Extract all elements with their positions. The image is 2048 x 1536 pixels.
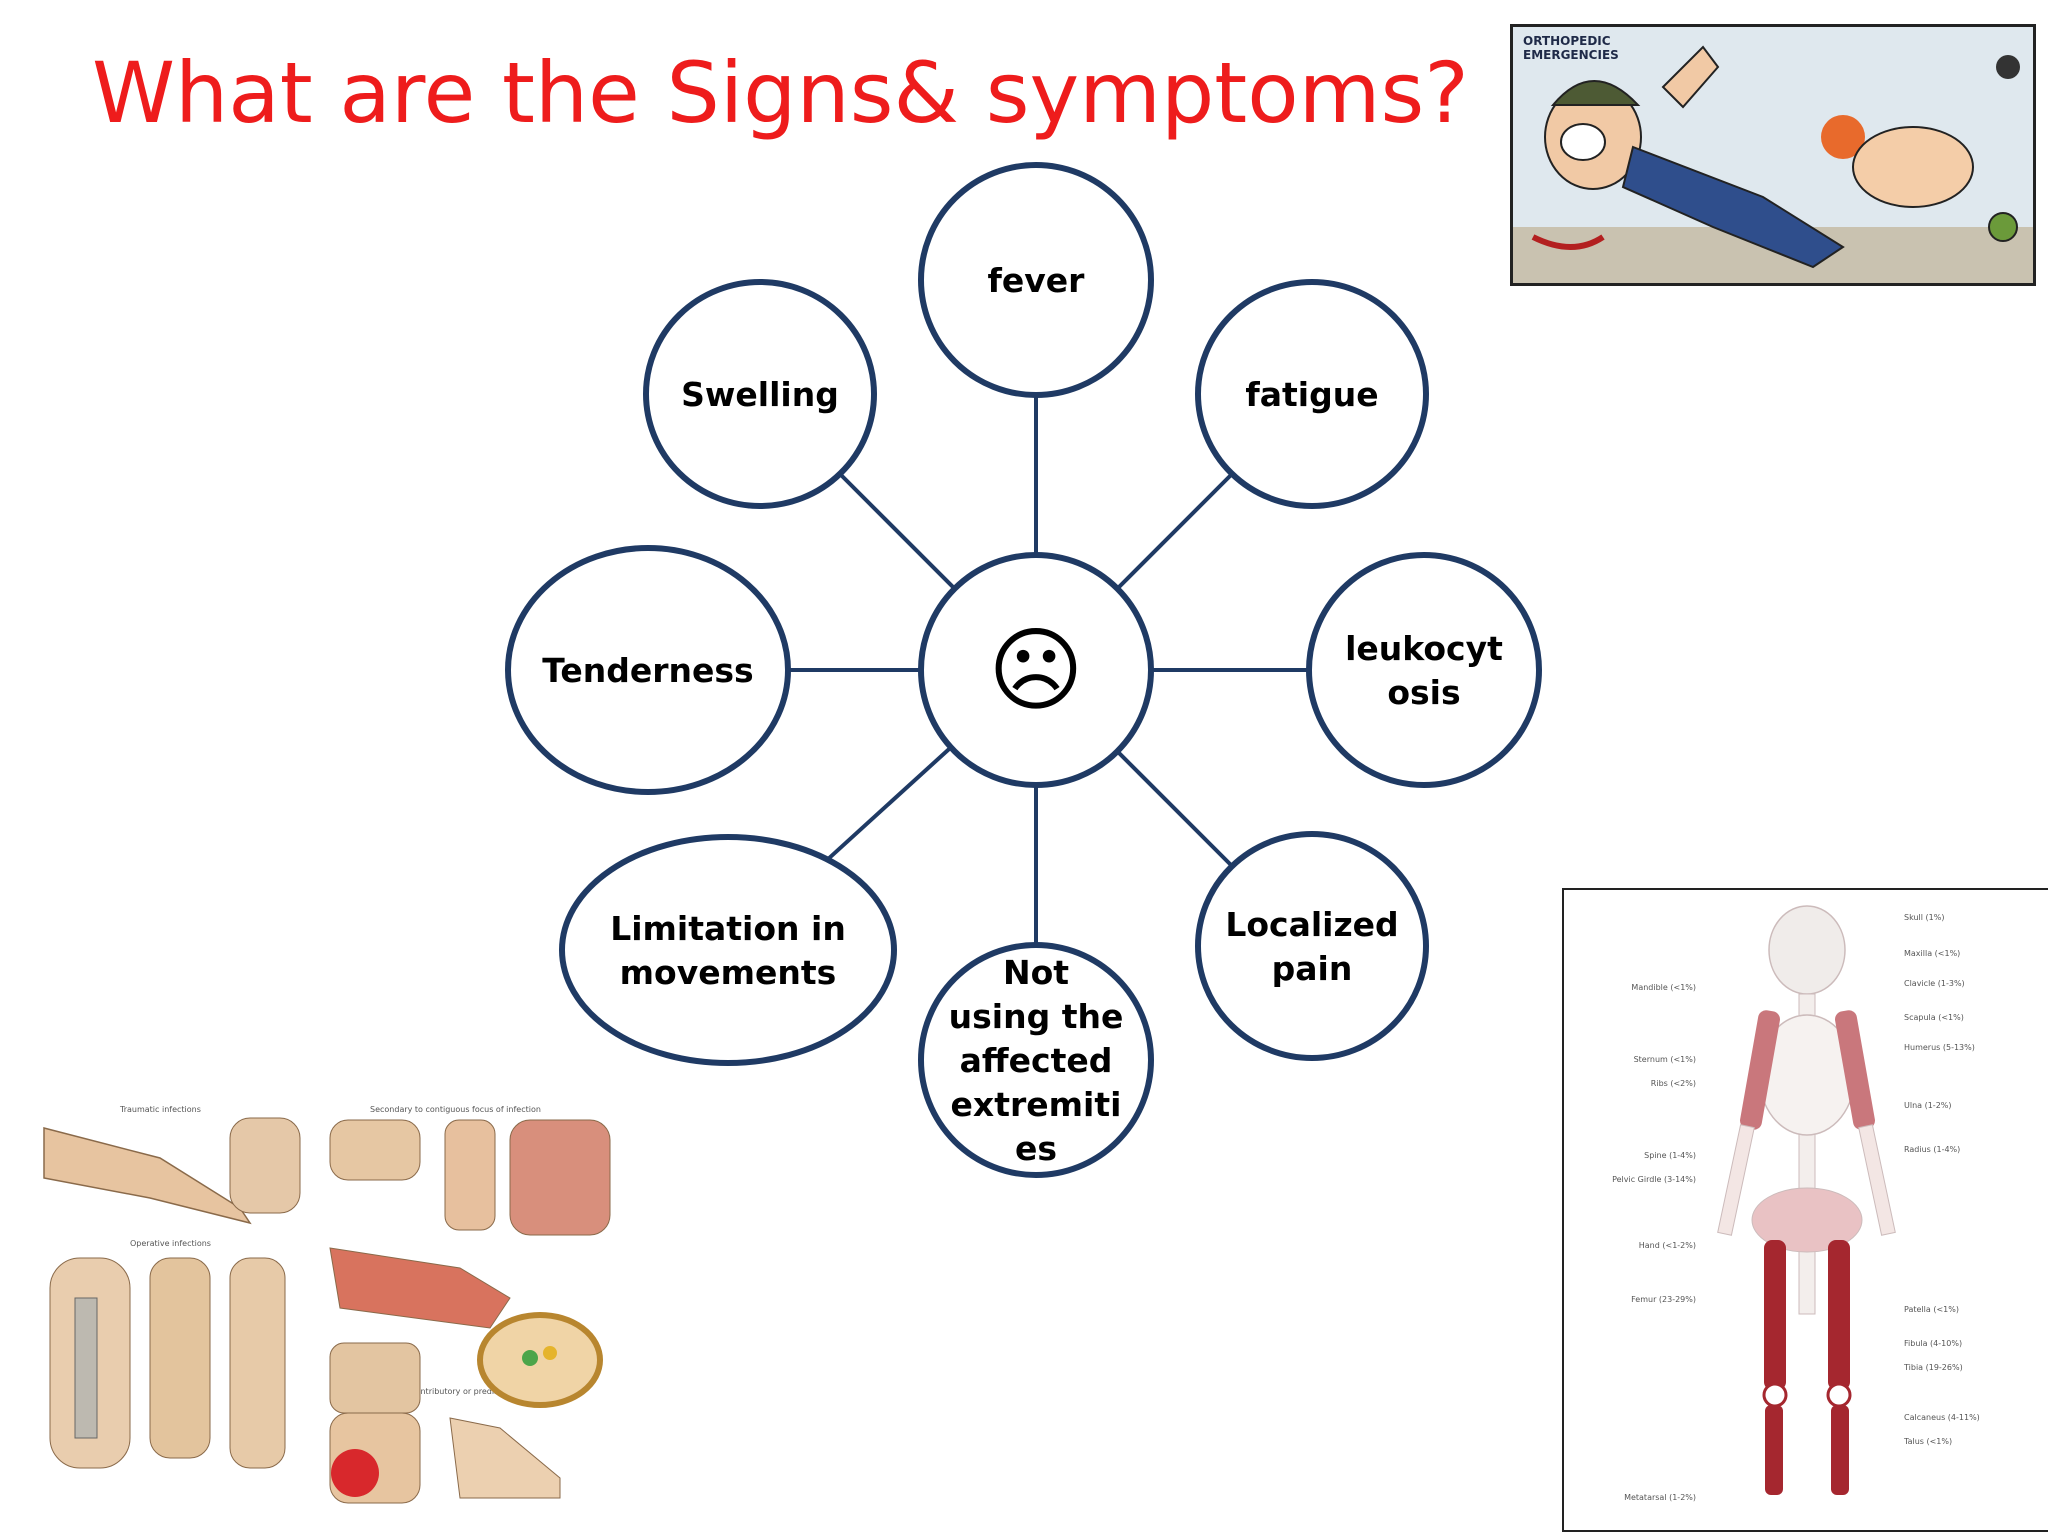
node-label-localized-pain: Localized bbox=[1225, 905, 1398, 944]
connector-localized-pain bbox=[1115, 749, 1234, 868]
node-circle-leukocytosis bbox=[1306, 552, 1542, 788]
node-label-not-using: extremiti bbox=[951, 1085, 1122, 1124]
infection-heading-2: Secondary to contiguous focus of infecti… bbox=[370, 1105, 541, 1114]
node-fatigue: fatigue bbox=[1195, 279, 1429, 509]
node-localized-pain: Localized pain bbox=[1195, 831, 1429, 1061]
node-label-not-using: es bbox=[1015, 1129, 1057, 1168]
node-label-leukocytosis: leukocyt bbox=[1345, 629, 1503, 668]
node-label-fatigue: fatigue bbox=[1245, 375, 1378, 414]
connector-swelling bbox=[838, 472, 957, 591]
sad-face-icon: ☹ bbox=[988, 617, 1084, 724]
skeleton-label-right: Fibula (4-10%) bbox=[1904, 1339, 1962, 1348]
node-label-swelling: Swelling bbox=[681, 375, 839, 414]
node-leukocytosis: leukocyt osis bbox=[1306, 552, 1542, 788]
orthopedic-emergencies-cartoon: ORTHOPEDIC EMERGENCIES bbox=[1510, 24, 2036, 286]
node-label-limitation: movements bbox=[620, 953, 837, 992]
node-label-limitation: Limitation in bbox=[610, 909, 846, 948]
skeleton-label-left: Femur (23-29%) bbox=[1631, 1295, 1696, 1304]
skeleton-label-left: Spine (1-4%) bbox=[1644, 1151, 1696, 1160]
skeleton-label-right: Calcaneus (4-11%) bbox=[1904, 1413, 1980, 1422]
infection-heading-1: Traumatic infections bbox=[119, 1105, 201, 1114]
skeleton-label-right: Skull (1%) bbox=[1904, 913, 1944, 922]
node-label-localized-pain: pain bbox=[1272, 949, 1353, 988]
skeleton-label-right: Maxilla (<1%) bbox=[1904, 949, 1960, 958]
connector-limitation bbox=[826, 745, 953, 862]
skeleton-label-right: Radius (1-4%) bbox=[1904, 1145, 1960, 1154]
skeleton-label-left: Ribs (<2%) bbox=[1651, 1079, 1696, 1088]
node-label-not-using: using the bbox=[949, 997, 1124, 1036]
cartoon-title-line-2: EMERGENCIES bbox=[1523, 48, 1619, 62]
skeleton-label-left: Pelvic Girdle (3-14%) bbox=[1612, 1175, 1696, 1184]
node-circle-limitation bbox=[559, 834, 897, 1066]
infection-heading-4: Contributory or predisposing factors bbox=[410, 1387, 555, 1396]
node-circle-not-using bbox=[918, 942, 1154, 1178]
skeleton-label-right: Ulna (1-2%) bbox=[1904, 1101, 1952, 1110]
skeleton-right-labels: Skull (1%) Maxilla (<1%) Clavicle (1-3%) Sc… bbox=[1903, 913, 1980, 1446]
diagram-connectors bbox=[788, 395, 1309, 945]
skeleton-label-right: Patella (<1%) bbox=[1904, 1305, 1959, 1314]
skeleton-label-left: Metatarsal (1-2%) bbox=[1624, 1493, 1696, 1502]
skeleton-left-labels: Mandible (<1%) Sternum (<1%) Ribs (<2%) Spi… bbox=[1612, 983, 1696, 1502]
osteomyelitis-infection-illustration: Traumatic infections Secondary to contig… bbox=[40, 1098, 620, 1508]
skeleton-label-right: Humerus (5-13%) bbox=[1904, 1043, 1975, 1052]
node-limitation: Limitation in movements bbox=[559, 834, 897, 1066]
node-circle-tenderness bbox=[505, 545, 791, 795]
node-not-using: Not using the affected extremiti es bbox=[918, 942, 1154, 1178]
skeleton-label-right: Clavicle (1-3%) bbox=[1904, 979, 1965, 988]
skeleton-label-left: Hand (<1-2%) bbox=[1639, 1241, 1696, 1250]
node-label-leukocytosis: osis bbox=[1387, 673, 1460, 712]
node-swelling: Swelling bbox=[643, 279, 877, 509]
skeleton-label-left: Sternum (<1%) bbox=[1634, 1055, 1696, 1064]
center-node: ☹ bbox=[918, 552, 1154, 788]
node-fever: fever bbox=[918, 162, 1154, 398]
skeleton-label-right: Scapula (<1%) bbox=[1904, 1013, 1964, 1022]
node-label-fever: fever bbox=[988, 261, 1086, 300]
node-circle-fever bbox=[918, 162, 1154, 398]
skeleton-bone-distribution-chart: Mandible (<1%) Sternum (<1%) Ribs (<2%) Spi… bbox=[1562, 888, 2048, 1532]
node-circle-swelling bbox=[643, 279, 877, 509]
infection-heading-3: Operative infections bbox=[130, 1239, 211, 1248]
skeleton-label-right: Tibia (19-26%) bbox=[1903, 1363, 1963, 1372]
node-circle-fatigue bbox=[1195, 279, 1429, 509]
center-circle bbox=[918, 552, 1154, 788]
connector-fatigue bbox=[1115, 472, 1234, 591]
skeleton-label-right: Talus (<1%) bbox=[1903, 1437, 1952, 1446]
node-label-not-using: affected bbox=[960, 1041, 1113, 1080]
node-tenderness: Tenderness bbox=[505, 545, 791, 795]
node-label-not-using: Not bbox=[1003, 953, 1069, 992]
node-label-tenderness: Tenderness bbox=[542, 651, 753, 690]
skeleton-label-left: Mandible (<1%) bbox=[1631, 983, 1696, 992]
node-circle-localized-pain bbox=[1195, 831, 1429, 1061]
cartoon-title-line-1: ORTHOPEDIC bbox=[1523, 34, 1611, 48]
slide-title: What are the Signs& symptoms? bbox=[92, 44, 1469, 142]
